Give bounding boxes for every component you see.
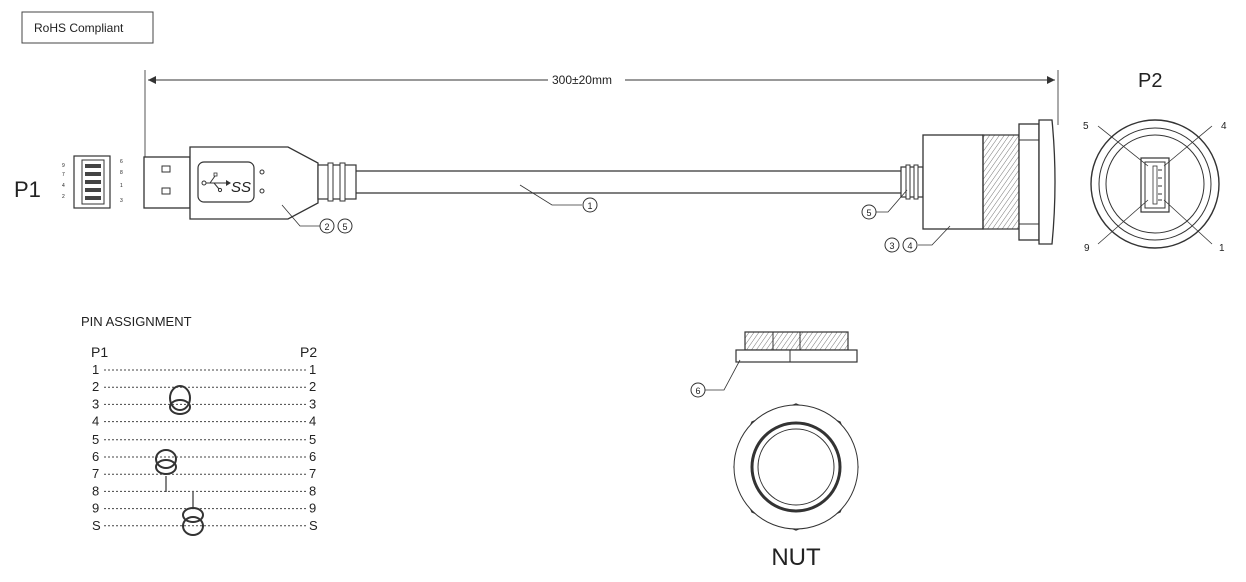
pin-right-label: 7	[309, 466, 316, 481]
callout-2-label: 2	[324, 222, 329, 232]
length-label: 300±20mm	[552, 73, 612, 87]
p1-pin-2: 2	[62, 194, 65, 200]
p1-pin-4: 4	[62, 183, 65, 189]
pin-left-label: S	[92, 518, 101, 533]
nut-label: NUT	[771, 544, 821, 571]
pin-right-label: 9	[309, 501, 316, 516]
nut-front-view	[733, 403, 859, 531]
p1-pin-6: 6	[120, 159, 123, 165]
callout-3-4-socket: 3 4	[884, 225, 951, 253]
pin-right-label: 2	[309, 379, 316, 394]
p2-label: P2	[1138, 70, 1162, 92]
pin-left-label: 4	[92, 414, 99, 429]
pin-assignment-title: PIN ASSIGNMENT	[81, 314, 192, 329]
pin-left-label: 6	[92, 449, 99, 464]
twisted-pair-marks	[155, 385, 204, 536]
callout-3-label: 3	[889, 241, 894, 251]
callout-2-5-plug: 2 5	[281, 204, 353, 234]
length-dimension: 300±20mm	[144, 70, 1059, 160]
callout-1: 1	[519, 184, 598, 213]
callout-5-label: 5	[342, 222, 347, 232]
rohs-label: RoHS Compliant	[34, 21, 124, 35]
callout-6: 6	[690, 359, 741, 398]
p2-pin-5: 5	[1083, 121, 1089, 132]
pin-right-label: 5	[309, 432, 316, 447]
usb-plug: SS	[143, 146, 357, 220]
p2-pin-9: 9	[1084, 243, 1090, 254]
pin-left-label: 3	[92, 396, 99, 411]
pin-left-label: 1	[92, 362, 99, 377]
pin-header-p1: P1	[91, 344, 108, 360]
usb-logo-icon	[201, 172, 231, 193]
p2-pin-4: 4	[1221, 121, 1227, 132]
nut-side-view	[735, 331, 858, 363]
pin-right-label: 8	[309, 483, 316, 498]
p2-pin-1: 1	[1219, 243, 1225, 254]
pin-left-label: 9	[92, 501, 99, 516]
p2-front-face: 5 4 9 1	[1083, 119, 1227, 254]
callout-6-label: 6	[695, 386, 700, 396]
pin-right-label: 1	[309, 362, 316, 377]
pin-left-label: 8	[92, 483, 99, 498]
p1-pin-9: 9	[62, 163, 65, 169]
callout-1-label: 1	[587, 201, 592, 211]
p1-pin-8: 8	[120, 170, 123, 176]
pin-left-label: 2	[92, 379, 99, 394]
callout-4-label: 4	[907, 241, 912, 251]
callout-5b-label: 5	[866, 208, 871, 218]
p1-pin-1: 1	[120, 183, 123, 189]
callout-5-socket: 5	[861, 189, 908, 220]
pin-right-label: 6	[309, 449, 316, 464]
pin-right-label: 3	[309, 396, 316, 411]
rohs-box: RoHS Compliant	[21, 11, 154, 44]
pin-left-label: 5	[92, 432, 99, 447]
p1-pin-7: 7	[62, 172, 65, 178]
usb-ss-text: SS	[231, 179, 251, 196]
pin-left-label: 7	[92, 466, 99, 481]
pin-right-label: S	[309, 518, 318, 533]
p1-label: P1	[14, 177, 41, 202]
p1-pin-3: 3	[120, 198, 123, 204]
cable	[356, 170, 901, 194]
pin-header-p2: P2	[300, 344, 317, 360]
p1-end-face: 9 7 4 2 6 8 1 3	[62, 155, 123, 209]
panel-mount-socket	[900, 119, 1056, 245]
pin-right-label: 4	[309, 414, 316, 429]
